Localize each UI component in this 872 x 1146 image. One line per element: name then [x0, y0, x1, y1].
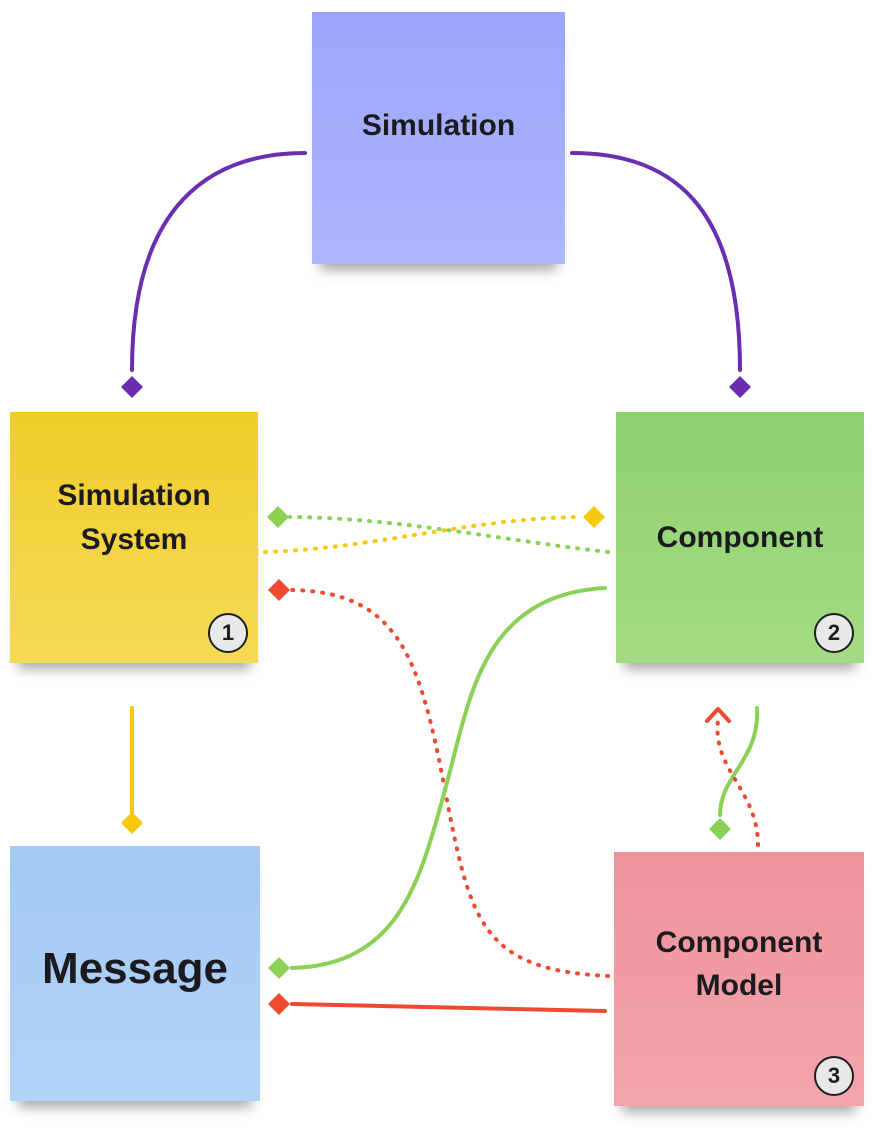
arrow-head-component-red [705, 707, 731, 723]
note-simulation-system-label-line1: Simulation [57, 479, 211, 512]
connector-simulation-to-simulation-system[interactable] [130, 151, 307, 372]
note-message-label: Message [42, 943, 228, 993]
diamond-head-component-yellow [583, 506, 605, 528]
note-simulation[interactable]: Simulation [312, 12, 565, 264]
diamond-head-message-green [268, 957, 290, 979]
badge-1: 1 [208, 613, 248, 653]
diamond-head-simulation-system-red [268, 579, 290, 601]
diamond-head-component [729, 376, 751, 398]
connector-component-model-to-component-dotted[interactable] [715, 718, 760, 847]
connector-simulation-system-to-component-dotted[interactable] [263, 515, 584, 554]
note-component-label: Component [656, 520, 824, 554]
note-simulation-system[interactable]: Simulation System 1 [10, 412, 258, 663]
connector-component-model-to-message[interactable] [290, 1002, 607, 1013]
connector-component-to-simulation-system-dotted[interactable] [288, 515, 610, 554]
diamond-head-simulation-system-green [267, 506, 289, 528]
connector-component-to-message[interactable] [290, 586, 607, 970]
diamond-head-simulation-system [121, 376, 143, 398]
note-simulation-label: Simulation [361, 109, 516, 143]
note-component[interactable]: Component 2 [616, 412, 864, 663]
diamond-head-message-red [268, 993, 290, 1015]
note-component-model-label-line1: Component [655, 925, 823, 959]
note-component-model-label-line2: Model [695, 969, 783, 1002]
note-simulation-system-label-line2: System [80, 522, 188, 556]
connector-component-model-to-simulation-system-dotted[interactable] [290, 588, 610, 978]
connector-component-to-component-model[interactable] [718, 706, 760, 817]
diamond-head-component-model-green [709, 818, 731, 840]
note-message[interactable]: Message [10, 846, 260, 1101]
badge-2: 2 [814, 613, 854, 653]
diamond-head-message-yellow [121, 812, 143, 834]
note-component-model[interactable]: Component Model 3 [614, 852, 864, 1106]
badge-3: 3 [814, 1056, 854, 1096]
connector-simulation-to-component[interactable] [570, 151, 742, 372]
